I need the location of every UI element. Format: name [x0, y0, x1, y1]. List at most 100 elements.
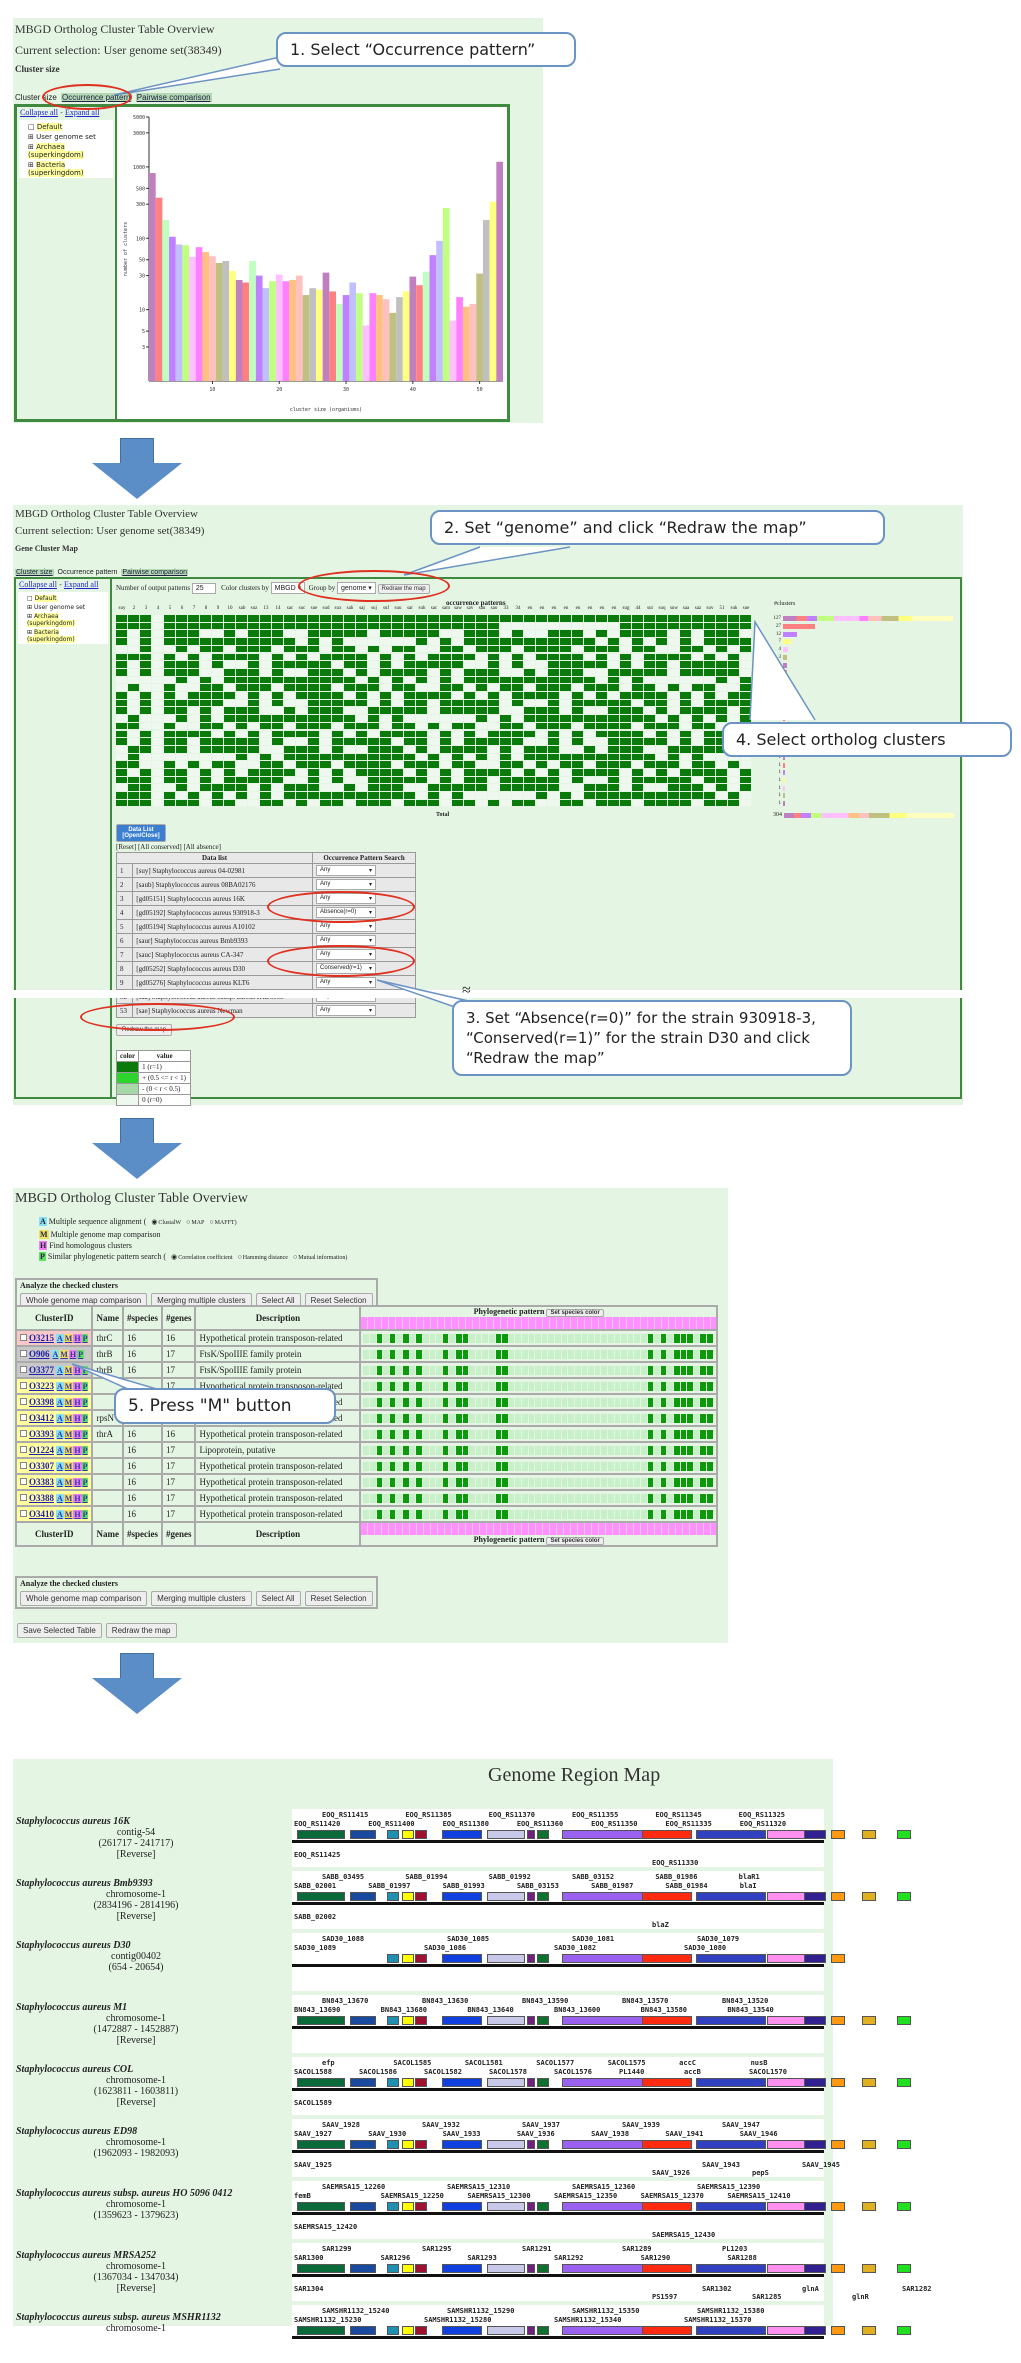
gene-box[interactable]	[297, 2016, 345, 2025]
pattern-search-select[interactable]: Any▾	[316, 865, 377, 876]
cluster-color-bar[interactable]	[783, 647, 788, 653]
gene-label[interactable]: accC	[679, 2059, 696, 2067]
gene-label[interactable]: SAEMRSA15_12410	[727, 2192, 791, 2200]
gene-box[interactable]	[487, 2140, 525, 2149]
gene-label[interactable]: SAR1291	[522, 2245, 552, 2253]
gene-label[interactable]: SACOL1582	[424, 2068, 462, 2076]
gene-label[interactable]: SAEMRSA15_12260	[322, 2183, 386, 2191]
gene-box[interactable]	[402, 2016, 414, 2025]
expand-icon[interactable]: ⊞	[28, 133, 34, 141]
a-button[interactable]: A	[51, 1350, 60, 1359]
cluster-count-row[interactable]: 127	[773, 615, 953, 623]
gene-box[interactable]	[897, 1830, 911, 1839]
gene-label[interactable]: SAAV_1943	[702, 2161, 740, 2169]
gene-box[interactable]	[767, 2016, 805, 2025]
row-checkbox[interactable]	[20, 1446, 27, 1453]
cluster-id-link[interactable]: O3215	[29, 1333, 55, 1343]
gene-label[interactable]: EOQ_RS11420	[294, 1820, 341, 1828]
gene-box[interactable]	[350, 2078, 376, 2087]
gene-label[interactable]: SAEMRSA15_12360	[572, 2183, 636, 2191]
cluster-color-bar[interactable]	[783, 785, 785, 791]
set-species-color-button[interactable]: Set species color	[546, 1309, 604, 1317]
gene-box[interactable]	[642, 2264, 692, 2273]
gene-box[interactable]	[350, 2326, 376, 2335]
gene-label[interactable]: SACOL1576	[554, 2068, 592, 2076]
cluster-id-link[interactable]: O3388	[29, 1493, 55, 1503]
gene-box[interactable]	[487, 1830, 525, 1839]
cluster-id-link[interactable]: O3412	[29, 1413, 55, 1423]
gene-label[interactable]: SABB_01994	[405, 1873, 448, 1881]
gene-label[interactable]: SAAV_1932	[422, 2121, 460, 2129]
tree-node-archaea[interactable]: Archaea (superkingdom)	[28, 143, 84, 159]
gene-box[interactable]	[642, 2078, 692, 2087]
gene-box[interactable]	[537, 1892, 549, 1901]
gene-box[interactable]	[442, 2326, 482, 2335]
gene-box[interactable]	[415, 2140, 427, 2149]
gene-label[interactable]: blaZ	[652, 1921, 669, 1929]
gene-label[interactable]: SAR1302	[702, 2285, 732, 2293]
gene-label[interactable]: SAAV_1927	[294, 2130, 332, 2138]
cluster-color-bar[interactable]	[783, 778, 785, 784]
gene-box[interactable]	[487, 2326, 525, 2335]
species-name[interactable]: Staphylococcus aureus MRSA252	[16, 2250, 157, 2261]
cluster-id-link[interactable]: O3223	[29, 1381, 55, 1391]
gene-box[interactable]	[804, 1954, 826, 1963]
gene-label[interactable]: SACOL1589	[294, 2099, 332, 2107]
merge-clusters-button[interactable]: Merging multiple clusters	[151, 1591, 252, 1606]
h-button[interactable]: H	[73, 1510, 82, 1519]
gene-box[interactable]	[562, 1892, 652, 1901]
cluster-count-row[interactable]: 12	[773, 630, 798, 638]
gene-box[interactable]	[897, 2326, 911, 2335]
m-button[interactable]: M	[63, 1446, 74, 1455]
species-name[interactable]: Staphylococcus aureus ED98	[16, 2126, 138, 2137]
gene-box[interactable]	[442, 1892, 482, 1901]
gene-box[interactable]	[862, 2202, 876, 2211]
a-button[interactable]: A	[56, 1494, 64, 1503]
gene-box[interactable]	[642, 1830, 692, 1839]
gene-label[interactable]: SAR1299	[322, 2245, 352, 2253]
gene-box[interactable]	[527, 2140, 535, 2149]
gene-box[interactable]	[402, 2078, 414, 2087]
cluster-count-row[interactable]: 4	[773, 646, 788, 654]
gene-box[interactable]	[442, 2078, 482, 2087]
a-button[interactable]: A	[56, 1366, 64, 1375]
gene-box[interactable]	[862, 2264, 876, 2273]
a-button[interactable]: A	[56, 1398, 64, 1407]
gene-box[interactable]	[804, 2078, 826, 2087]
m-button[interactable]: M	[63, 1366, 74, 1375]
gene-label[interactable]: SAR1292	[554, 2254, 584, 2262]
gene-box[interactable]	[642, 2326, 692, 2335]
gene-box[interactable]	[562, 2078, 652, 2087]
expand-icon[interactable]: ⊞	[27, 604, 33, 611]
row-checkbox[interactable]	[20, 1414, 27, 1421]
tree-node-user-genome-set[interactable]: User genome set	[33, 604, 86, 611]
gene-label[interactable]: SAR1295	[422, 2245, 452, 2253]
gene-box[interactable]	[487, 2264, 525, 2273]
expand-icon[interactable]: ⊞	[28, 143, 34, 151]
gene-label[interactable]: SACOL1585	[393, 2059, 432, 2067]
gene-box[interactable]	[527, 1830, 535, 1839]
gene-box[interactable]	[527, 1954, 535, 1963]
cluster-color-bar[interactable]	[783, 662, 787, 668]
gene-box[interactable]	[415, 2016, 427, 2025]
h-button[interactable]: H	[68, 1350, 78, 1359]
gene-box[interactable]	[297, 1892, 345, 1901]
gene-box[interactable]	[804, 2140, 826, 2149]
gene-label[interactable]: SACOL1578	[489, 2068, 527, 2076]
gene-box[interactable]	[415, 1830, 427, 1839]
gene-box[interactable]	[415, 2264, 427, 2273]
gene-box[interactable]	[415, 1892, 427, 1901]
gene-label[interactable]: SAMSHR1132_15350	[572, 2307, 640, 2315]
species-name[interactable]: Staphylococcus aureus subsp. aureus HO 5…	[16, 2188, 233, 2199]
gene-box[interactable]	[696, 1954, 766, 1963]
gene-box[interactable]	[402, 1892, 414, 1901]
gene-label[interactable]: BN843_13570	[622, 1997, 669, 2005]
gene-box[interactable]	[415, 2202, 427, 2211]
gene-box[interactable]	[831, 2264, 845, 2273]
tab-pairwise-comparison[interactable]: Pairwise comparison	[121, 569, 188, 576]
gene-box[interactable]	[831, 1892, 845, 1901]
gene-box[interactable]	[487, 2078, 525, 2087]
gene-box[interactable]	[804, 2016, 826, 2025]
expand-all-link[interactable]: Expand all	[63, 580, 99, 589]
cluster-id-link[interactable]: O3377	[29, 1365, 55, 1375]
